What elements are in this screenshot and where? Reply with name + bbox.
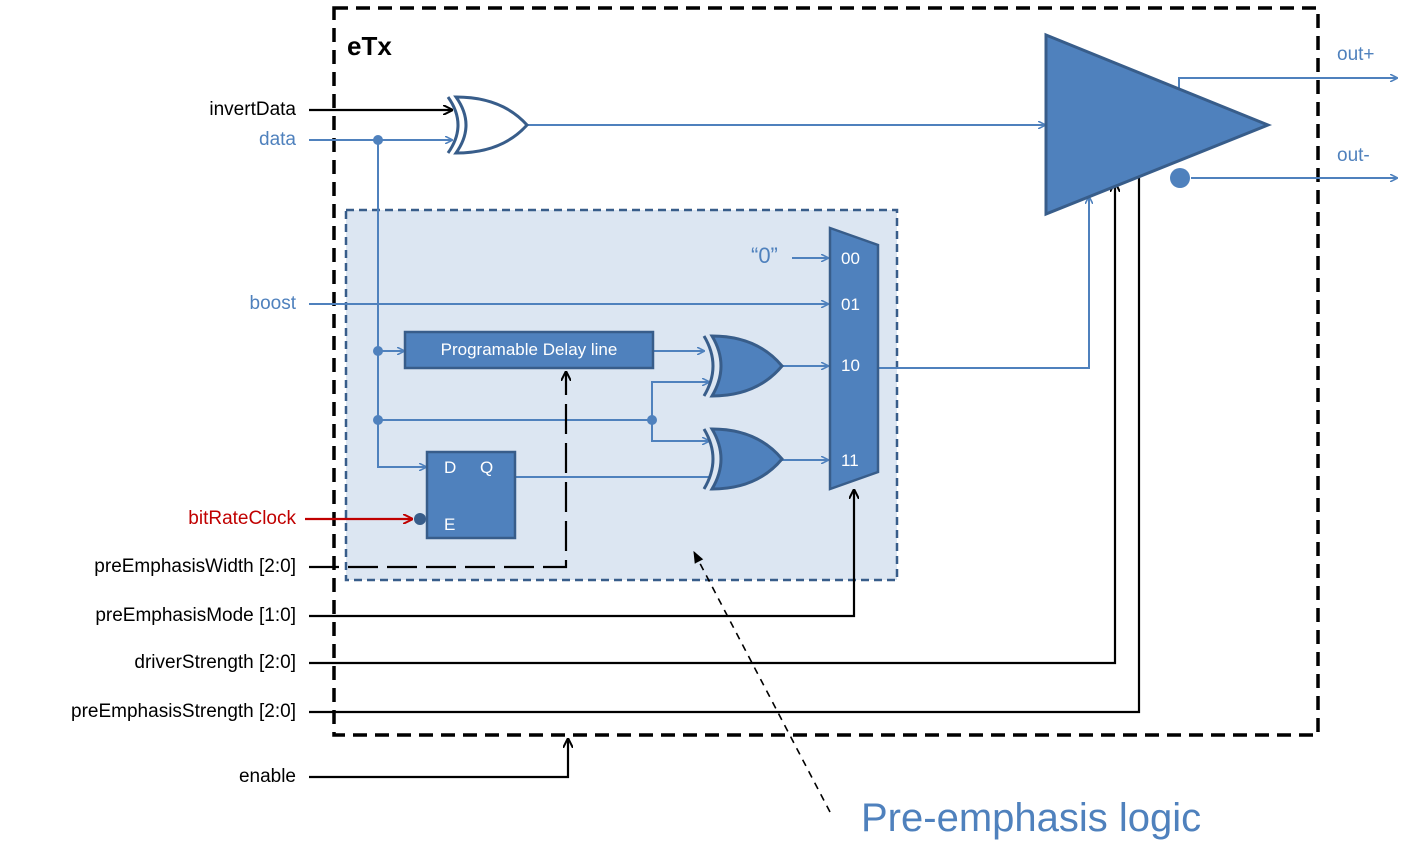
junction-delay (373, 346, 383, 356)
blue-wires (309, 78, 1397, 478)
wire-mux-out (878, 197, 1089, 369)
flip-flop-box (425, 450, 517, 540)
junction-mid (373, 415, 383, 425)
input-enable-label: enable (238, 766, 296, 787)
wire-node-up (651, 382, 709, 420)
output-plus-label: out+ (1337, 44, 1375, 65)
mux-sel-11-label: 11 (841, 451, 859, 470)
wire-driver-strength (309, 183, 1115, 665)
ff-clock-bubble (414, 513, 426, 525)
black-wires (309, 110, 1139, 813)
output-driver (1044, 32, 1273, 217)
mux-sel-00-label: 00 (841, 249, 860, 268)
wire-enable (309, 739, 568, 779)
annotation-pointer (693, 550, 831, 813)
delay-line-box (403, 330, 655, 370)
xor-gate-delay (702, 334, 784, 398)
etx-boundary (332, 6, 1320, 737)
input-pre-emphasis-width-label: preEmphasisWidth [2:0] (94, 556, 296, 577)
junction-dots (373, 135, 657, 425)
wire-pre-emph-strength (309, 165, 1139, 714)
wire-node-down (651, 420, 709, 441)
input-driver-strength-label: driverStrength [2:0] (134, 652, 296, 673)
xor-gate-ff (702, 427, 784, 491)
driver-inverting-bubble (1170, 168, 1190, 188)
input-data-label: data (259, 129, 296, 150)
xor-gate-data (446, 95, 530, 155)
wire-pre-emph-mode (309, 490, 854, 618)
input-pre-emphasis-strength-label: preEmphasisStrength [2:0] (71, 701, 296, 722)
wire-pre-emph-width (309, 372, 566, 569)
mux-sel-10-label: 10 (841, 356, 860, 375)
input-pre-emphasis-mode-label: preEmphasisMode [1:0] (95, 605, 296, 626)
ff-d-label: D (444, 458, 457, 477)
block-title: eTx (347, 31, 392, 61)
junction-data (373, 135, 383, 145)
pre-emphasis-logic-annotation: Pre-emphasis logic (861, 796, 1202, 840)
ff-e-label: E (444, 515, 456, 534)
mux-shape (828, 226, 880, 491)
ff-q-label: Q (480, 458, 494, 477)
wire-data-trunk (377, 140, 426, 467)
mux-const-zero-label: “0” (751, 243, 778, 268)
wire-out-plus (1178, 78, 1397, 94)
input-bitrateclock-label: bitRateClock (188, 508, 296, 529)
output-minus-label: out- (1337, 145, 1370, 166)
junction-node (647, 415, 657, 425)
input-invertdata-label: invertData (209, 99, 296, 120)
mux-sel-01-label: 01 (841, 295, 860, 314)
input-boost-label: boost (249, 293, 296, 314)
delay-line-label: Programable Delay line (440, 340, 618, 359)
